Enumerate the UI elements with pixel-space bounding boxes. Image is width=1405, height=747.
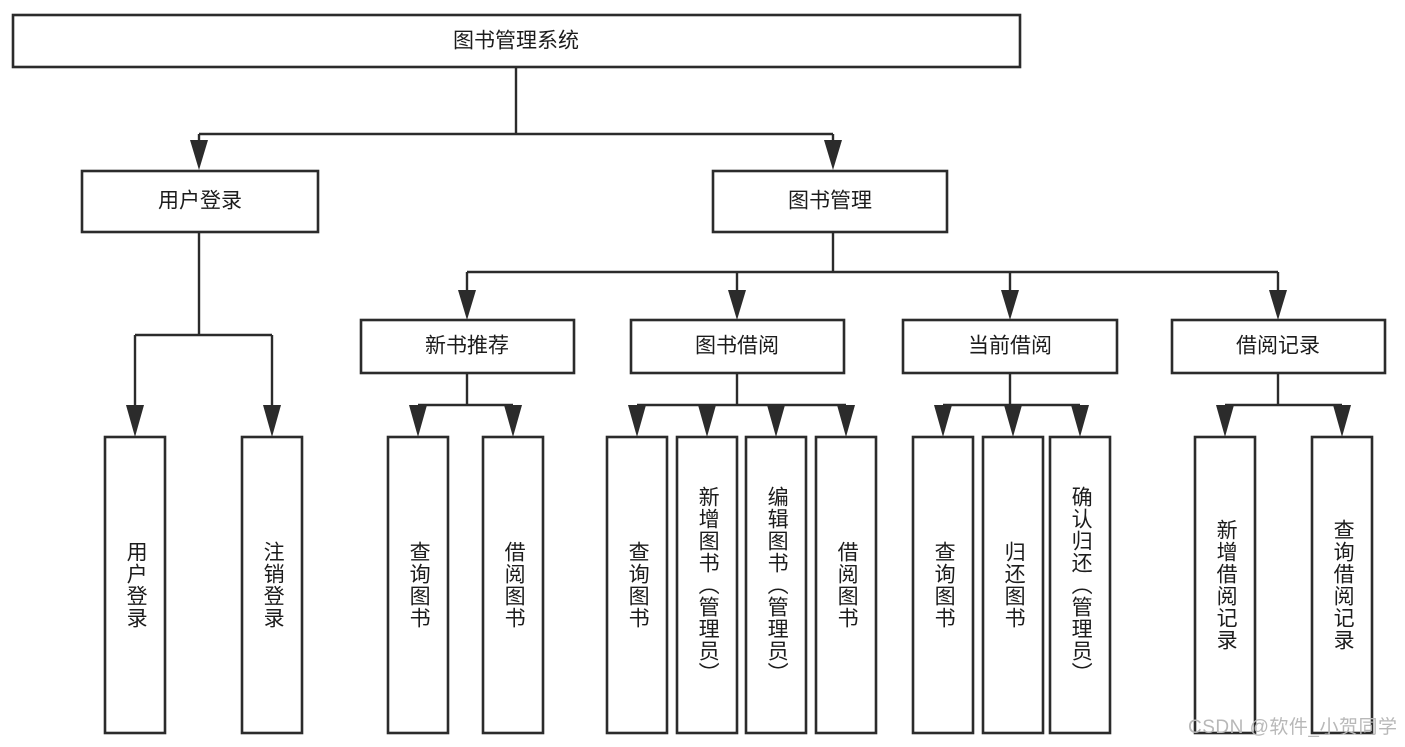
arrowhead-leaf-borrow-book-1 bbox=[504, 405, 522, 437]
arrowhead-leaf-query-book-2 bbox=[628, 405, 646, 437]
arrowhead-book-manage bbox=[824, 140, 842, 170]
arrowhead-leaf-add-record bbox=[1216, 405, 1234, 437]
node-root[interactable]: 图书管理系统 bbox=[11, 13, 1022, 69]
node-leaf-query-book-3[interactable] bbox=[911, 435, 975, 735]
node-book-manage[interactable]: 图书管理 bbox=[711, 169, 949, 234]
node-leaf-borrow-book-2[interactable] bbox=[814, 435, 878, 735]
arrowhead-current-borrow bbox=[1001, 290, 1019, 320]
node-current-borrow[interactable]: 当前借阅 bbox=[901, 318, 1119, 375]
node-book-borrow[interactable]: 图书借阅 bbox=[629, 318, 846, 375]
node-leaf-confirm-return[interactable] bbox=[1048, 435, 1112, 735]
node-new-book-recommend-label: 新书推荐 bbox=[425, 335, 509, 358]
arrowhead-leaf-return-book bbox=[1004, 405, 1022, 437]
arrowhead-leaf-query-book-1 bbox=[409, 405, 427, 437]
node-leaf-logout[interactable] bbox=[240, 435, 304, 735]
node-current-borrow-label: 当前借阅 bbox=[968, 335, 1052, 358]
nodes-layer: 图书管理系统 用户登录 图书管理 新书推荐 图书借阅 当前 bbox=[11, 13, 1387, 735]
node-new-book-recommend[interactable]: 新书推荐 bbox=[359, 318, 576, 375]
csdn-watermark: CSDN @软件_小贺同学 bbox=[1188, 717, 1398, 738]
node-user-login[interactable]: 用户登录 bbox=[80, 169, 320, 234]
node-borrow-record[interactable]: 借阅记录 bbox=[1170, 318, 1387, 375]
node-leaf-add-book[interactable] bbox=[675, 435, 739, 735]
node-leaf-add-record[interactable] bbox=[1193, 435, 1257, 735]
arrowhead-leaf-add-book bbox=[698, 405, 716, 437]
node-leaf-query-book-1[interactable] bbox=[386, 435, 450, 735]
node-book-borrow-label: 图书借阅 bbox=[695, 335, 779, 358]
node-leaf-query-record[interactable] bbox=[1310, 435, 1374, 735]
arrowhead-borrow-record bbox=[1269, 290, 1287, 320]
node-book-manage-label: 图书管理 bbox=[788, 190, 872, 213]
arrowhead-leaf-query-book-3 bbox=[934, 405, 952, 437]
node-leaf-borrow-book-1[interactable] bbox=[481, 435, 545, 735]
arrowhead-leaf-confirm-return bbox=[1071, 405, 1089, 437]
node-leaf-query-book-2[interactable] bbox=[605, 435, 669, 735]
node-root-label: 图书管理系统 bbox=[453, 30, 579, 53]
arrowhead-leaf-logout bbox=[263, 405, 281, 437]
arrowhead-leaf-borrow-book-2 bbox=[837, 405, 855, 437]
arrowhead-book-borrow bbox=[728, 290, 746, 320]
arrowhead-leaf-edit-book bbox=[767, 405, 785, 437]
node-borrow-record-label: 借阅记录 bbox=[1236, 335, 1320, 358]
node-leaf-user-login[interactable] bbox=[103, 435, 167, 735]
connectors-layer bbox=[126, 67, 1351, 437]
arrowhead-new-book-recommend bbox=[458, 290, 476, 320]
arrowhead-user-login bbox=[190, 140, 208, 170]
arrowhead-leaf-query-record bbox=[1333, 405, 1351, 437]
node-user-login-label: 用户登录 bbox=[158, 190, 242, 213]
arrowhead-leaf-user-login bbox=[126, 405, 144, 437]
node-leaf-return-book[interactable] bbox=[981, 435, 1045, 735]
node-leaf-edit-book[interactable] bbox=[744, 435, 808, 735]
